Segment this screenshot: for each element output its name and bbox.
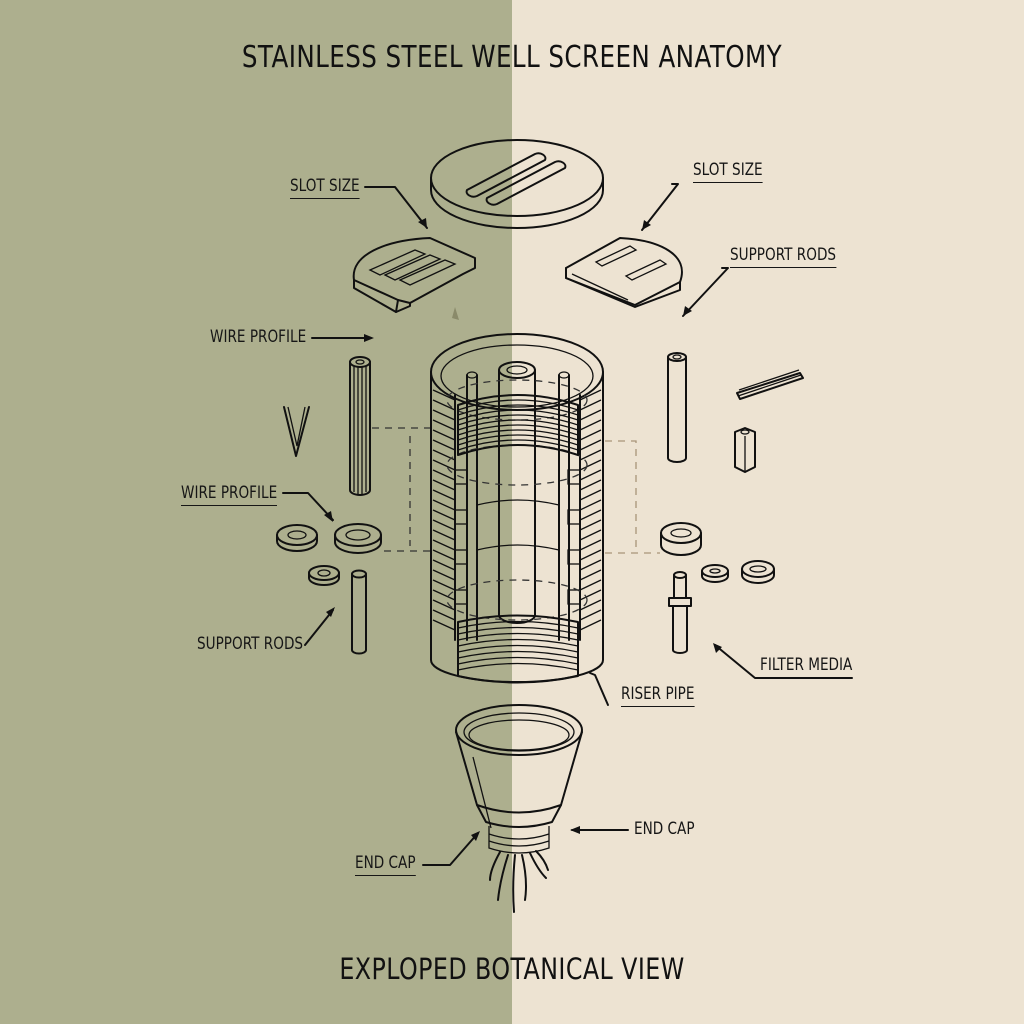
rod-right [667,352,687,463]
guide-lines-left [372,427,430,552]
well-screen-cylinder [430,333,604,684]
fluted-rod [349,356,371,496]
slotted-cap-left [352,237,476,313]
label-wire-profile-mid: WIRE PROFILE [181,483,278,506]
stepped-pin [668,571,692,654]
stray-arrow-mark [452,307,459,320]
leader-lines [282,183,853,866]
label-end-cap-left: END CAP [355,853,416,876]
wire-bundle [736,369,804,400]
label-support-rods-right: SUPPORT RODS [730,245,837,268]
washers-left [276,523,382,586]
diagram-title: STAINLESS STEEL WELL SCREEN ANATOMY [241,40,783,75]
label-support-rods-left: SUPPORT RODS [197,634,304,654]
label-slot-size-right: SLOT SIZE [693,160,763,183]
top-disc [430,139,604,229]
washers-right [660,522,775,584]
diagram-subtitle: EXPLOPED BOTANICAL VIEW [339,952,685,986]
v-wire-profile [283,406,310,457]
label-riser-pipe: RISER PIPE [621,684,695,707]
label-wire-profile-top: WIRE PROFILE [210,327,307,347]
arrowheads [324,218,722,841]
label-slot-size-left: SLOT SIZE [290,176,360,199]
left-panel-background [0,0,512,1024]
roots [489,850,549,913]
guide-lines-right [605,440,660,554]
support-rod-left [351,569,367,655]
square-spacer [734,427,756,473]
slotted-cap-right [565,237,683,308]
end-cap-cone [455,704,583,854]
label-end-cap-right: END CAP [634,819,695,839]
label-filter-media: FILTER MEDIA [760,655,853,675]
